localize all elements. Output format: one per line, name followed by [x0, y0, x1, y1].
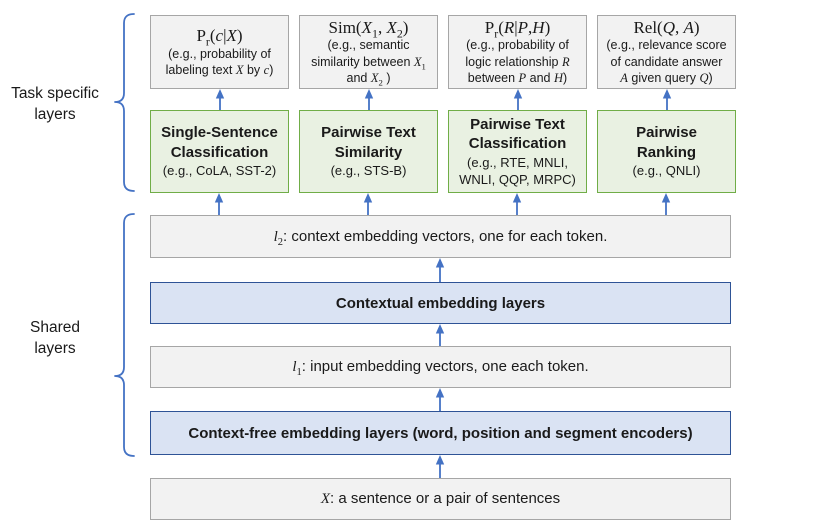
- up-arrow-icon: [434, 324, 446, 346]
- layer-context-free-embedding: Context-free embedding layers (word, pos…: [150, 411, 731, 455]
- up-arrow-icon: [434, 388, 446, 411]
- task-note: (e.g., QNLI): [632, 163, 701, 179]
- up-arrow-icon: [362, 193, 374, 215]
- up-arrow-icon: [448, 89, 587, 110]
- output-formula: Rel(Q, A): [633, 17, 700, 37]
- up-arrow-icon: [150, 89, 289, 110]
- task-note: (e.g., RTE, MNLI,WNLI, QQP, MRPC): [459, 154, 576, 187]
- up-arrow-icon: [597, 89, 736, 110]
- output-formula: Pr(R|P,H): [484, 17, 551, 41]
- input-sentence-box: X: a sentence or a pair of sentences: [150, 478, 731, 520]
- shared-layers-brace-icon: [114, 213, 135, 457]
- up-arrow-icon: [511, 193, 523, 215]
- task-note: (e.g., CoLA, SST-2): [162, 163, 277, 179]
- up-arrow-icon: [660, 193, 672, 215]
- layer-l1-input-embedding-output: l1: input embedding vectors, one each to…: [150, 346, 731, 388]
- layer-contextual-embedding: Contextual embedding layers: [150, 282, 731, 324]
- up-arrow-icon: [213, 193, 225, 215]
- output-formula: Sim(X1, X2): [328, 17, 409, 41]
- layer-l2-context-embedding-output: l2: context embedding vectors, one for e…: [150, 215, 731, 258]
- up-arrow-icon: [434, 258, 446, 282]
- output-formula: Pr(c|X): [196, 25, 243, 49]
- up-arrow-icon: [434, 455, 446, 478]
- up-arrow-icon: [299, 89, 438, 110]
- task-specific-brace-icon: [114, 13, 135, 192]
- task-note: (e.g., STS-B): [330, 163, 407, 179]
